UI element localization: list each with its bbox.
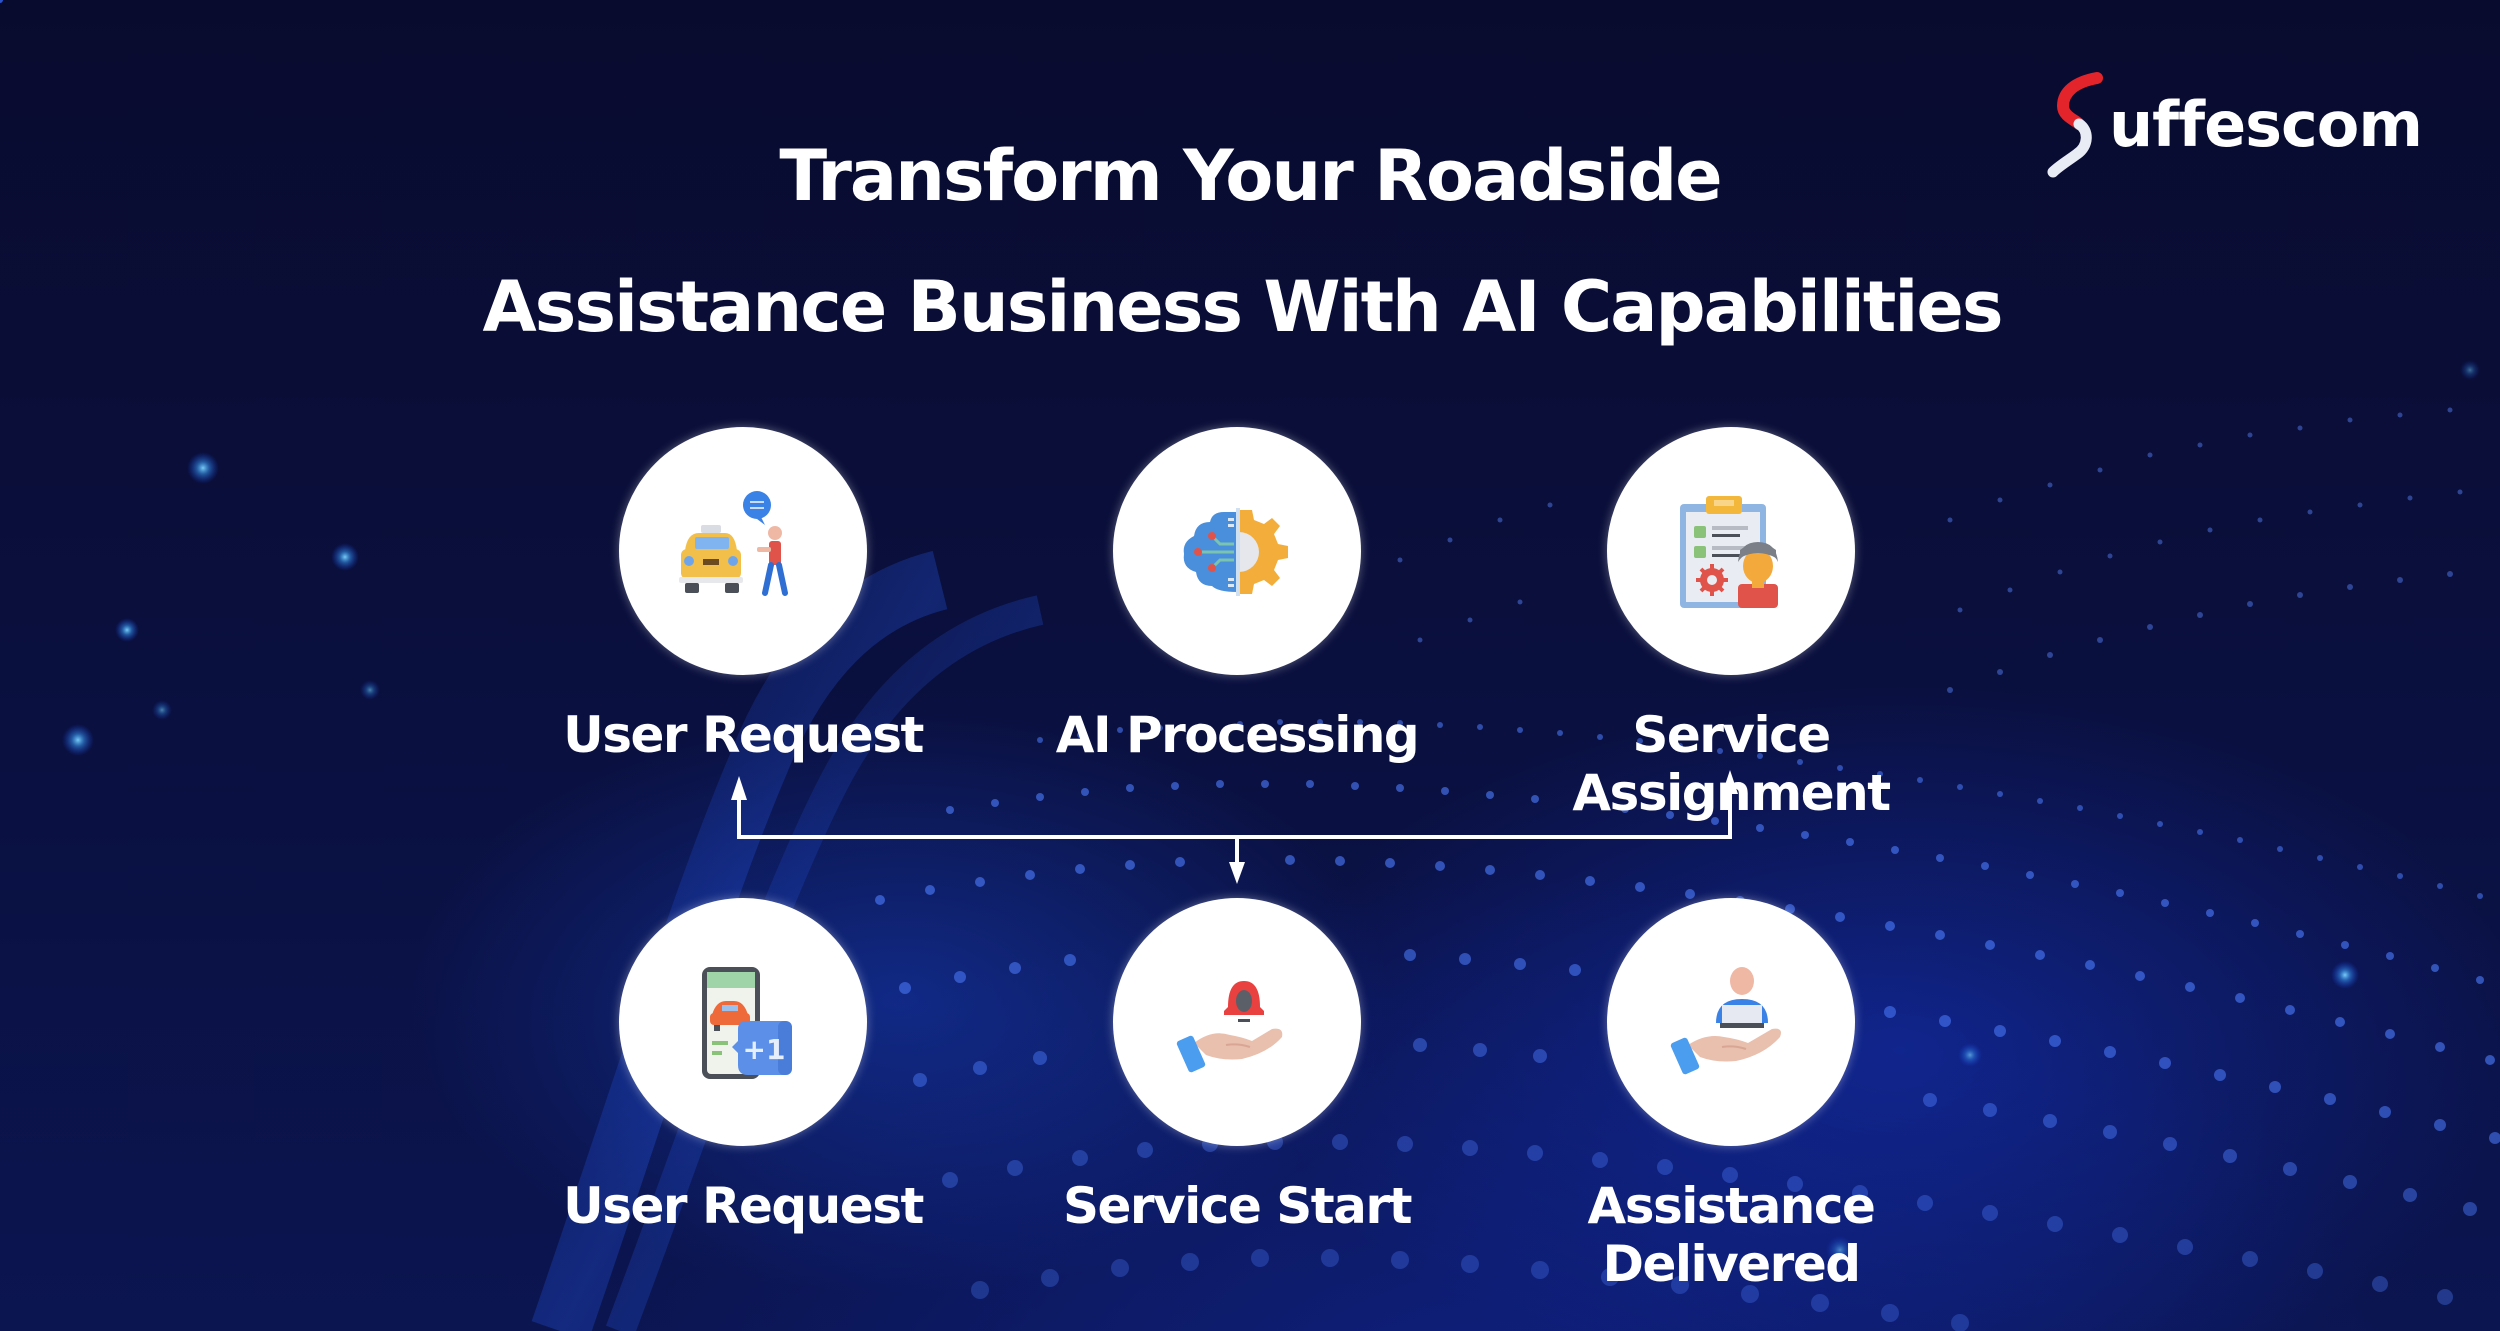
label-service-start: Service Start [1063,1177,1412,1235]
ai-cloud-gear-icon [1183,508,1288,596]
logo-swoosh-s-icon [2047,72,2103,178]
label-service-assignment: Service Assignment [1572,706,1891,822]
logo-wordmark: uffescom [2109,87,2423,161]
hand-support-agent-icon [1670,967,1781,1075]
node-service-assignment [1607,427,1855,675]
node-user-request-bottom: +1 [619,898,867,1146]
label-ai-processing: AI Processing [1055,706,1420,764]
plus-one-badge-text: +1 [743,1033,786,1066]
hand-siren-icon [1176,981,1283,1073]
node-service-start [1113,898,1361,1146]
node-user-request-top [619,427,867,675]
arrow-up-left-icon [731,776,747,800]
clipboard-technician-icon [1680,496,1778,608]
brand-logo: uffescom [2045,68,2423,178]
label-assistance-delivered: Assistance Delivered [1587,1177,1876,1293]
page-title-line-2: Assistance Business With AI Capabilities [482,266,2004,348]
arrow-down-center-icon [1229,862,1245,884]
node-ai-processing [1113,427,1361,675]
label-user-request-top: User Request [563,706,924,764]
phone-car-plus-one-icon: +1 [702,967,792,1079]
taxi-passenger-icon [679,491,788,596]
label-user-request-bottom: User Request [563,1177,924,1235]
node-assistance-delivered [1607,898,1855,1146]
page-title-line-1: Transform Your Roadside [779,135,1722,217]
